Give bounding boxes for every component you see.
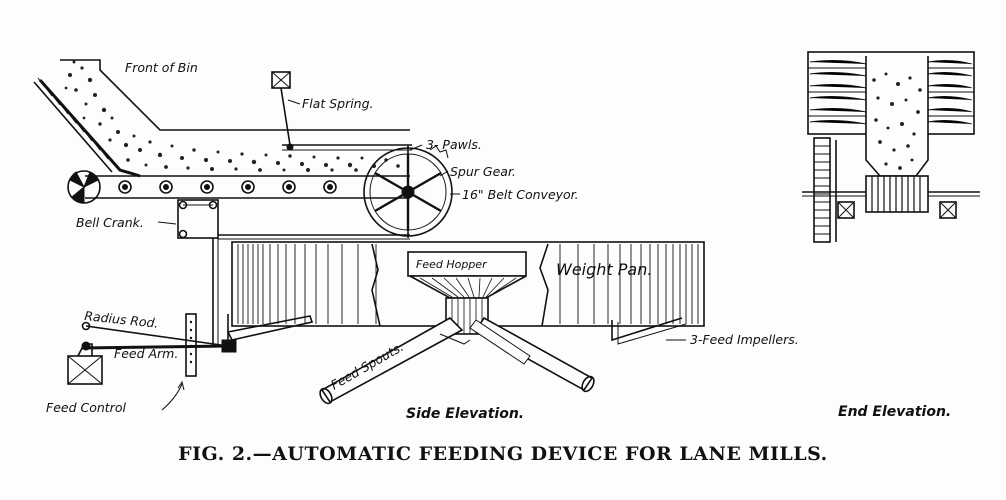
- label-flat-spring: Flat Spring.: [302, 96, 374, 111]
- bin-ore: [64, 60, 400, 172]
- conveyor-idlers: [118, 180, 337, 194]
- label-spur-gear: Spur Gear.: [450, 164, 516, 179]
- hopper-ribs: [419, 277, 517, 298]
- side-elevation-view: Front of Bin Flat Spring. 3- Pawls. Spur…: [33, 59, 799, 422]
- flat-spring-assembly: [271, 71, 412, 238]
- weight-pan-break-right: [539, 243, 549, 327]
- label-feed-hopper: Feed Hopper: [416, 258, 488, 271]
- label-feed-arm: Feed Arm.: [114, 346, 178, 361]
- bin-wall-hatching: [37, 77, 109, 160]
- label-bell-crank: Bell Crank.: [76, 215, 144, 230]
- label-belt-conveyor: 16" Belt Conveyor.: [462, 187, 579, 202]
- conveyor-tail-pulley: [67, 170, 101, 204]
- belt-conveyor: [67, 170, 410, 204]
- end-bearing-boxes: [837, 201, 957, 219]
- end-elevation-view: End Elevation.: [802, 51, 980, 420]
- figure-caption: FIG. 2.—AUTOMATIC FEEDING DEVICE FOR LAN…: [178, 443, 828, 465]
- feed-impeller-left: [226, 315, 314, 341]
- pawl-teeth: [429, 145, 449, 159]
- feed-control: [67, 313, 237, 411]
- feed-impellers: [226, 314, 687, 345]
- view-label-side-elevation: Side Elevation.: [406, 406, 524, 422]
- feed-impeller-right: [611, 317, 683, 342]
- label-feed-control: Feed Control: [46, 400, 126, 415]
- radius-rod: [85, 325, 229, 347]
- feed-control-leader: [161, 383, 183, 411]
- end-gear-rack: [813, 137, 837, 243]
- bin-wall-edge: [33, 81, 113, 173]
- feed-spout-left: [320, 317, 464, 404]
- view-label-end-elevation: End Elevation.: [838, 404, 951, 420]
- feed-spout-middle: [469, 319, 531, 365]
- bin-sloped-wall: [38, 79, 141, 178]
- label-feed-impellers: 3-Feed Impellers.: [690, 332, 799, 347]
- counterweight-box: [67, 355, 103, 385]
- bell-crank: [177, 199, 410, 345]
- end-bin-chute: [865, 56, 929, 177]
- leader-lines: [157, 99, 686, 341]
- bin: [33, 59, 410, 178]
- feed-control-post: [185, 313, 197, 377]
- weight-pan-shading: [237, 244, 699, 324]
- end-conveyor-drum: [802, 175, 980, 213]
- label-pawls: 3- Pawls.: [426, 137, 482, 152]
- feed-spout-right: [474, 316, 594, 392]
- bin-front-wall: [60, 59, 410, 131]
- feed-spouts: [319, 316, 595, 405]
- flat-spring-rod: [280, 87, 291, 146]
- weight-pan-break-left: [371, 243, 381, 327]
- label-front-of-bin: Front of Bin: [125, 60, 198, 75]
- feed-arm: [81, 344, 229, 350]
- label-weight-pan: Weight Pan.: [556, 260, 652, 279]
